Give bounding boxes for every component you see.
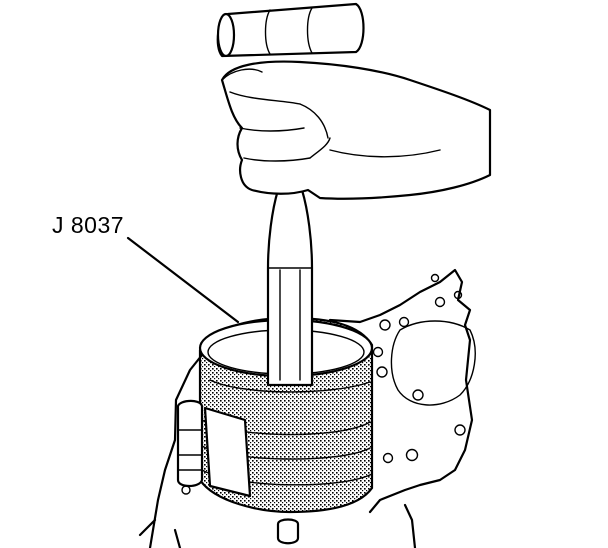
hammer-handle [266,188,314,387]
callout-leader [126,236,240,324]
ring-compressor [176,316,374,514]
bolt-holes [181,273,466,495]
hand [220,60,492,200]
hammer-head [216,2,365,58]
callout-label: J 8037 [52,212,125,238]
engine-block [138,268,476,548]
